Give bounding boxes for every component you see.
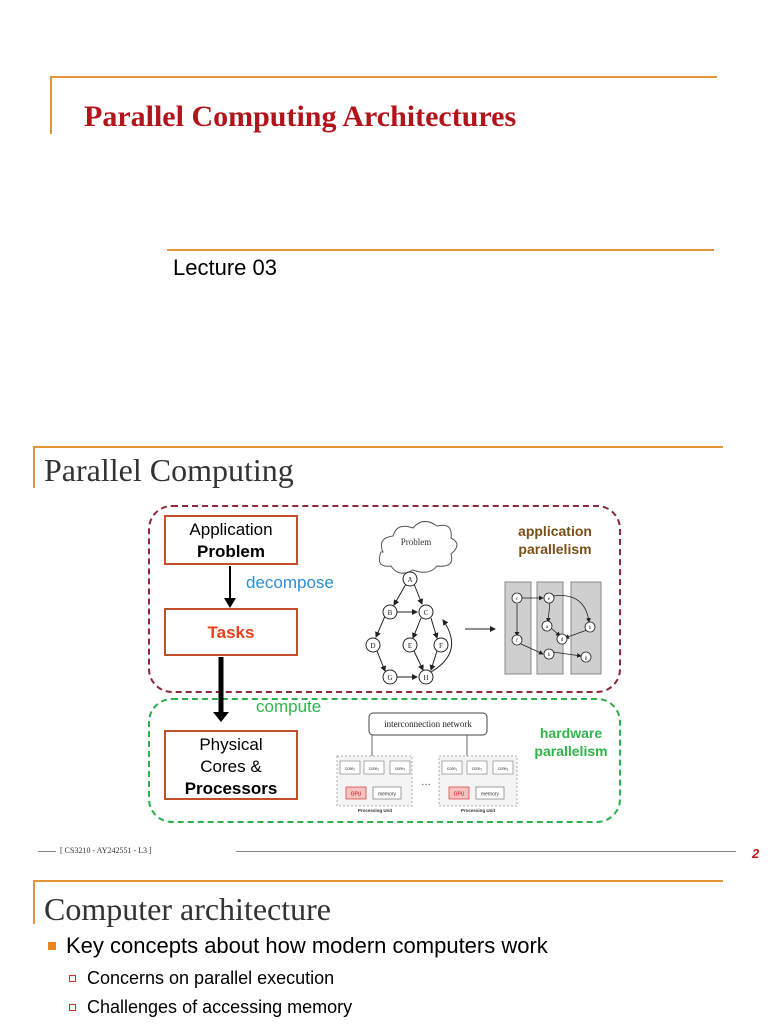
- slide2-title: Parallel Computing: [44, 452, 294, 488]
- problem-line1: Application: [189, 520, 273, 539]
- network-box: [368, 712, 488, 736]
- subbullet-text-2: Challenges of accessing memory: [87, 997, 353, 1017]
- task-graph-illustration: Problem A B C D E F G H: [365, 521, 602, 685]
- application-problem-box: Application Problem: [164, 515, 298, 565]
- application-parallelism-label: application parallelism: [496, 522, 614, 558]
- problem-cloud: [378, 521, 458, 574]
- pnode-a: a: [546, 625, 549, 630]
- problem-line2: Problem: [196, 542, 266, 561]
- slide1-subtitle: Lecture 03: [173, 255, 277, 280]
- unit2-core1: core₁: [447, 766, 458, 771]
- compute-label: compute: [256, 697, 322, 716]
- slide3-left-rule: [33, 880, 35, 924]
- tasks-box: Tasks: [164, 608, 298, 656]
- slide1-subtitle-rule: [167, 249, 714, 251]
- proc-line3: Processors: [184, 779, 278, 798]
- node-c: C: [424, 609, 429, 617]
- hardware-parallelism-label: hardware parallelism: [523, 724, 619, 760]
- pnode-g: g: [585, 656, 588, 661]
- unit2-core3: core₃: [498, 766, 509, 771]
- node-b: B: [388, 609, 393, 617]
- decompose-arrow-head: [224, 598, 236, 608]
- application-parallelism-region: [148, 505, 621, 693]
- node-e: E: [408, 642, 412, 650]
- node-f: F: [439, 642, 443, 650]
- slide3-top-rule: [33, 880, 723, 882]
- unit1-caption: Processing Unit: [358, 808, 393, 813]
- cloud-label: Problem: [401, 537, 432, 547]
- subbullet-square-icon: [69, 1004, 76, 1011]
- node-h: H: [423, 674, 428, 682]
- proc-line2: Cores &: [200, 757, 262, 776]
- pnode-e: e: [548, 597, 551, 602]
- unit2-core2: core₂: [472, 766, 483, 771]
- proc-line1: Physical: [199, 735, 263, 754]
- page-number: 2: [752, 846, 760, 861]
- unit1-core2: core₂: [369, 766, 380, 771]
- app-par-line1: application: [518, 523, 592, 539]
- slide1-title: Parallel Computing Architectures: [84, 100, 517, 133]
- pnode-b: b: [589, 626, 592, 631]
- node-g: G: [387, 674, 392, 682]
- node-a: A: [407, 576, 412, 584]
- unit1-gpu: GPU: [351, 792, 362, 798]
- slide2-left-rule: [33, 446, 35, 488]
- app-par-line2: parallelism: [518, 541, 592, 557]
- processing-unit-2: core₁ core₂ core₃ GPU memory Processing …: [438, 755, 518, 813]
- footer-left-rule: [38, 851, 56, 852]
- unit1-core3: core₃: [395, 766, 406, 771]
- bullet-text: Key concepts about how modern computers …: [66, 933, 548, 958]
- node-d: D: [370, 642, 375, 650]
- unit2-memory: memory: [481, 792, 500, 798]
- hardware-parallelism-region: [148, 698, 621, 823]
- subbullet-text-1: Concerns on parallel execution: [87, 968, 335, 988]
- unit2-gpu: GPU: [454, 792, 465, 798]
- slide3-title: Computer architecture: [44, 891, 331, 927]
- unit2-caption: Processing Unit: [461, 808, 496, 813]
- unit1-core1: core₁: [345, 766, 356, 771]
- compute-arrow-head: [213, 712, 229, 722]
- bullet-square-icon: [48, 942, 56, 950]
- hw-par-line2: parallelism: [534, 743, 608, 759]
- slide1-left-rule: [50, 76, 52, 134]
- slide2-footer: [ CS3210 - AY242551 - L3 ]: [60, 846, 152, 855]
- subbullet-square-icon: [69, 975, 76, 982]
- processors-box: Physical Cores & Processors: [164, 730, 298, 800]
- footer-right-rule: [236, 851, 736, 852]
- pnode-h: h: [548, 653, 551, 658]
- pnode-d: d: [561, 638, 564, 643]
- slide2-top-rule: [33, 446, 723, 448]
- network-label: interconnection network: [384, 719, 472, 729]
- hardware-illustration: interconnection network core₁ core₂ core…: [336, 712, 518, 813]
- decompose-label: decompose: [246, 573, 334, 592]
- processing-unit-1: core₁ core₂ core₃ GPU memory Processing …: [336, 755, 413, 813]
- unit-ellipsis: …: [421, 777, 431, 788]
- hw-par-line1: hardware: [539, 725, 603, 741]
- slide1-top-rule: [50, 76, 717, 78]
- unit1-memory: memory: [378, 792, 397, 798]
- tasks-label: Tasks: [207, 623, 255, 642]
- pnode-c: c: [516, 597, 519, 602]
- pnode-f: f: [516, 639, 518, 644]
